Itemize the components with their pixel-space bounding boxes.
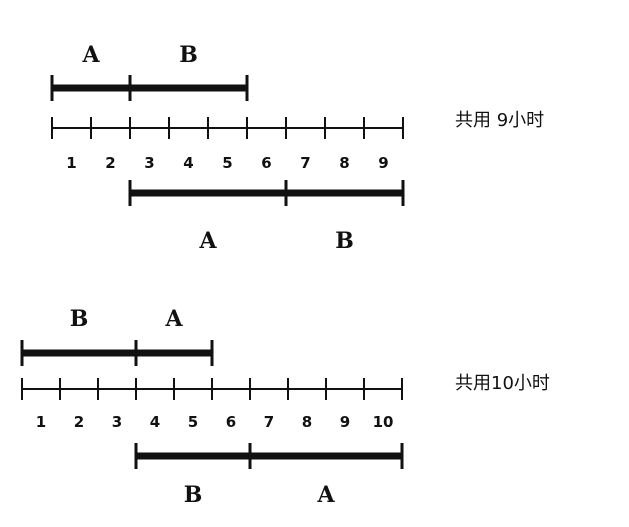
bottom-segment-label: B: [335, 228, 354, 254]
hour-label: 2: [74, 413, 84, 431]
hour-label: 9: [378, 154, 388, 172]
hour-label: 5: [188, 413, 198, 431]
hour-label: 6: [226, 413, 236, 431]
hour-label: 1: [66, 154, 76, 172]
top-segment-label: A: [164, 306, 183, 332]
bottom-segment-label: A: [198, 228, 217, 254]
top-segment-label: B: [179, 42, 198, 68]
total-time-label: 共用10小时: [455, 373, 550, 394]
bottom-segment-label: A: [316, 482, 335, 508]
hour-label: 7: [264, 413, 274, 431]
hour-label: 7: [300, 154, 310, 172]
hour-label: 10: [373, 413, 394, 431]
hour-label: 5: [222, 154, 232, 172]
total-time-label: 共用 9小时: [455, 110, 544, 131]
hour-label: 9: [340, 413, 350, 431]
top-segment-label: B: [70, 306, 89, 332]
hour-label: 3: [144, 154, 154, 172]
hour-label: 4: [150, 413, 160, 431]
hour-label: 3: [112, 413, 122, 431]
bottom-segment-label: B: [184, 482, 203, 508]
top-segment-label: A: [81, 42, 100, 68]
hour-label: 2: [105, 154, 115, 172]
hour-label: 8: [302, 413, 312, 431]
hour-label: 8: [339, 154, 349, 172]
hour-label: 4: [183, 154, 193, 172]
hour-label: 1: [36, 413, 46, 431]
hour-label: 6: [261, 154, 271, 172]
